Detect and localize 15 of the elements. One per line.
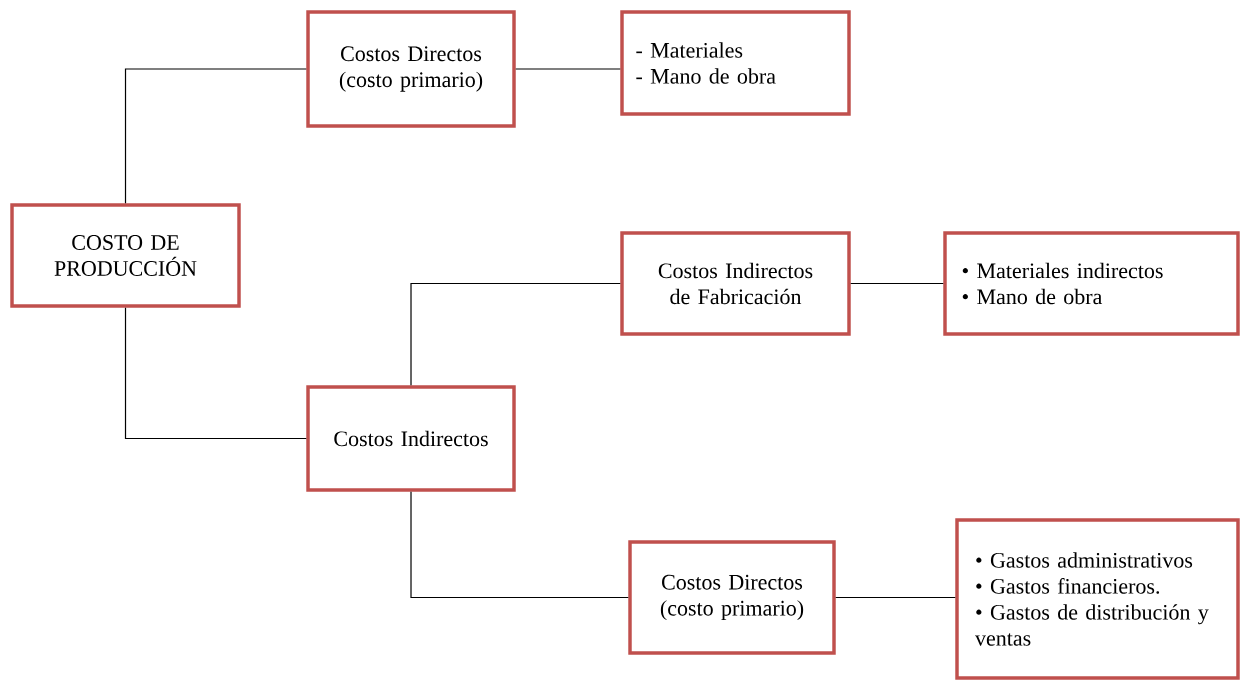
- text-box: Costos Directos (costo primario): [628, 540, 836, 655]
- text-box: • Materiales indirectos • Mano de obra: [943, 231, 1240, 336]
- text-box: • Gastos administrativos • Gastos financieros. • Gastos de distribución y ventas: [955, 518, 1240, 680]
- text-box: Costos Indirectos de Fabricación: [620, 231, 851, 336]
- connector-line: [850, 282, 944, 285]
- connector-line: [835, 596, 956, 599]
- connector-line: [124, 68, 307, 204]
- connector-line: [410, 491, 629, 599]
- text-box: - Materiales - Mano de obra: [620, 10, 851, 116]
- text-box: COSTO DE PRODUCCIÓN: [10, 203, 241, 308]
- connector-line: [410, 282, 621, 386]
- text-box: Costos Indirectos: [306, 385, 516, 492]
- connector-line: [515, 68, 621, 70]
- text-box: Costos Directos (costo primario): [306, 10, 516, 128]
- connector-line: [124, 307, 307, 440]
